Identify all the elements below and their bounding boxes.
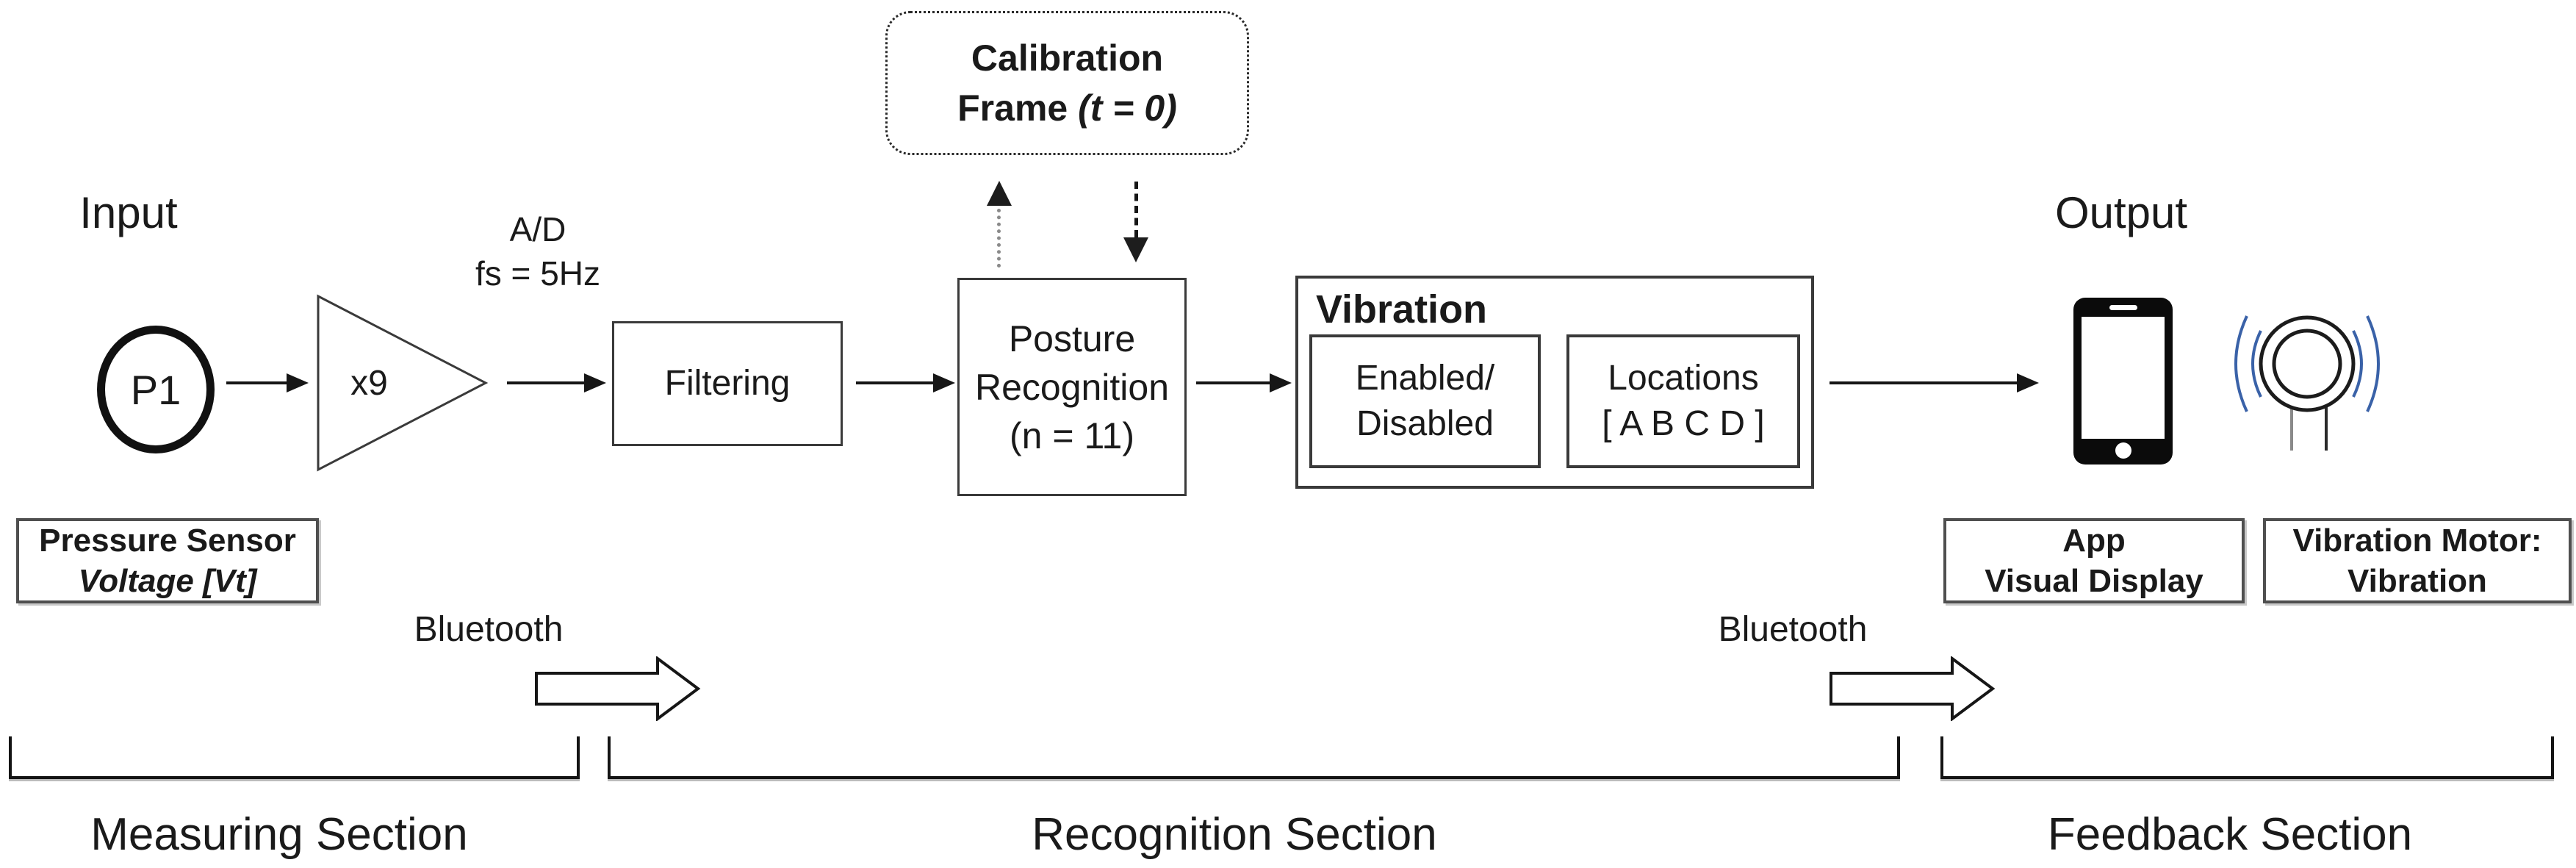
recognition-section-bracket xyxy=(608,736,1900,779)
posture-line1: Posture xyxy=(1008,318,1136,359)
measuring-section-label: Measuring Section xyxy=(90,809,468,860)
vibration-enabled-box: Enabled/ Disabled xyxy=(1309,334,1541,468)
enabled-line2: Disabled xyxy=(1356,404,1494,443)
app-caption-line2: Visual Display xyxy=(1985,563,2203,599)
vibration-title: Vibration xyxy=(1316,287,1488,331)
pressure-caption-line2: Voltage [Vt] xyxy=(78,563,257,599)
motor-caption-line2: Vibration xyxy=(2347,563,2487,599)
app-caption-line1: App xyxy=(2062,523,2126,559)
ad-converter-label: A/D fs = 5Hz xyxy=(446,206,630,297)
locations-line1: Locations xyxy=(1608,359,1759,398)
enabled-line1: Enabled/ xyxy=(1355,359,1495,398)
calibration-frame-box: Calibration Frame (t = 0) xyxy=(885,11,1249,155)
bluetooth-arrow-left-icon xyxy=(535,656,701,721)
pressure-sensor-caption-box: Pressure Sensor Voltage [Vt] xyxy=(16,518,319,603)
vibration-motor-caption-box: Vibration Motor: Vibration xyxy=(2263,518,2572,603)
vibration-locations-box: Locations [ A B C D ] xyxy=(1566,334,1800,468)
app-caption-box: App Visual Display xyxy=(1943,518,2245,603)
calibration-line1: Calibration xyxy=(971,37,1164,79)
motor-caption-line1: Vibration Motor: xyxy=(2292,523,2542,559)
bluetooth-right-label: Bluetooth xyxy=(1718,610,1868,649)
smartphone-screen xyxy=(2082,317,2165,439)
amplifier-triangle-icon xyxy=(317,294,489,472)
locations-line2: [ A B C D ] xyxy=(1602,404,1765,443)
pressure-sensor-p1-circle: P1 xyxy=(97,326,215,453)
calibration-down-arrowhead-icon xyxy=(1123,237,1148,262)
calibration-up-arrowhead-icon xyxy=(987,181,1012,206)
amplifier-gain-label: x9 xyxy=(350,364,388,403)
posture-recognition-box: Posture Recognition (n = 11) xyxy=(957,278,1187,496)
posture-line3: (n = 11) xyxy=(1010,415,1134,456)
vibration-motor-icon xyxy=(2234,315,2380,451)
pressure-caption-line1: Pressure Sensor xyxy=(39,523,296,559)
smartphone-icon xyxy=(2073,298,2173,465)
flow-arrow-vibration-to-phone xyxy=(1830,381,2017,384)
feedback-section-bracket xyxy=(1940,736,2554,779)
flow-arrow-amp-to-filtering xyxy=(507,381,584,384)
filtering-box: Filtering xyxy=(612,321,843,446)
filtering-label: Filtering xyxy=(664,364,791,403)
smartphone-home-button xyxy=(2115,442,2131,459)
measuring-section-bracket xyxy=(9,736,580,779)
flow-arrow-sensor-to-amp xyxy=(226,381,287,384)
recognition-section-label: Recognition Section xyxy=(1032,809,1437,860)
vibration-settings-box: Vibration Enabled/ Disabled Locations [ … xyxy=(1295,276,1814,489)
calibration-down-arrow-shaft xyxy=(1134,182,1138,237)
flow-arrow-filtering-to-posture xyxy=(856,381,933,384)
flow-arrow-posture-to-vibration xyxy=(1196,381,1270,384)
calibration-line2: Frame (t = 0) xyxy=(957,87,1177,129)
ad-line2: fs = 5Hz xyxy=(475,254,600,293)
bluetooth-arrow-right-icon xyxy=(1830,656,1996,721)
input-label: Input xyxy=(79,187,178,237)
bluetooth-left-label: Bluetooth xyxy=(414,610,564,649)
smartphone-speaker xyxy=(2109,305,2137,310)
posture-line2: Recognition xyxy=(974,366,1170,408)
p1-label: P1 xyxy=(130,366,181,413)
ad-line1: A/D xyxy=(509,210,566,248)
calibration-up-arrow-shaft xyxy=(997,209,1001,268)
feedback-section-label: Feedback Section xyxy=(2047,809,2413,860)
output-label: Output xyxy=(2054,187,2188,237)
